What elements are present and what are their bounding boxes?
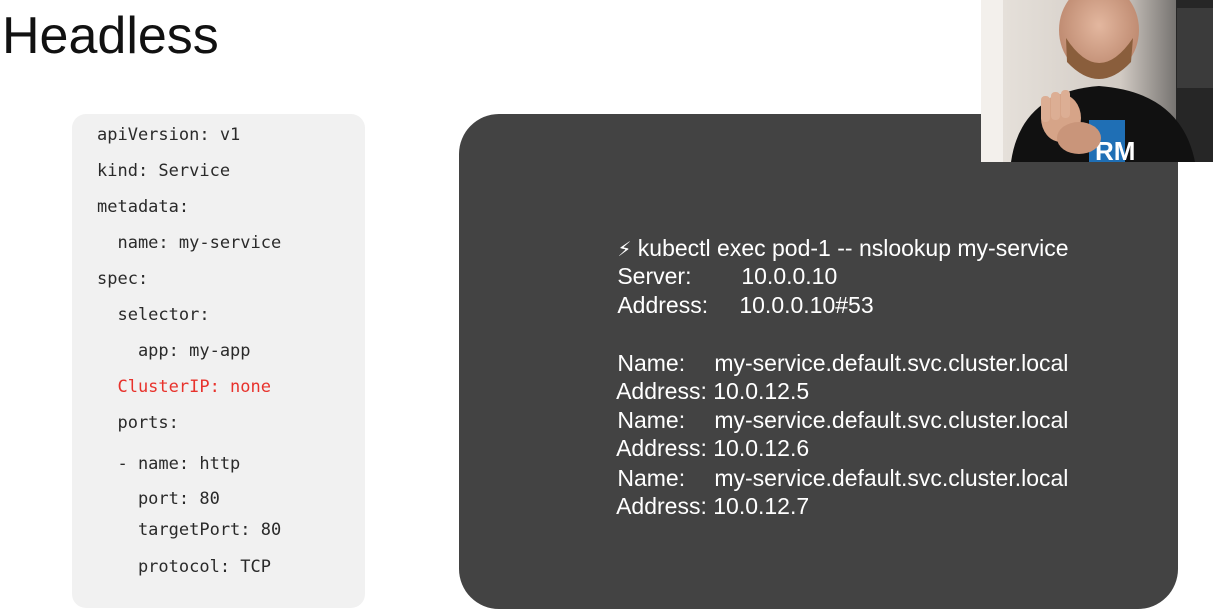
yaml-line: - name: http bbox=[97, 454, 241, 474]
yaml-line: spec: bbox=[97, 269, 149, 289]
record-name-line: Name: my-service.default.svc.cluster.loca… bbox=[579, 321, 1068, 405]
terminal-command: kubectl exec pod-1 -- nslookup my-servic… bbox=[631, 235, 1069, 261]
record-name-value: my-service.default.svc.cluster.local bbox=[714, 407, 1069, 433]
yaml-line: metadata: bbox=[97, 197, 190, 217]
yaml-line: name: my-service bbox=[97, 233, 282, 253]
server-value: 10.0.0.10 bbox=[741, 263, 838, 289]
yaml-line-highlighted: ClusterIP: none bbox=[97, 377, 271, 397]
address-label: Address: bbox=[617, 292, 709, 318]
yaml-line: targetPort: 80 bbox=[97, 520, 282, 540]
record-name-value: my-service.default.svc.cluster.local bbox=[714, 465, 1069, 491]
slide-title: Headless bbox=[2, 7, 219, 65]
lightning-icon: ⚡ bbox=[617, 237, 632, 261]
record-address-value: 10.0.12.5 bbox=[713, 378, 810, 404]
record-address-line: Address: 10.0.12.5 bbox=[579, 349, 809, 433]
presenter-webcam: RM bbox=[981, 0, 1213, 162]
yaml-line: apiVersion: v1 bbox=[97, 125, 241, 145]
server-label: Server: bbox=[617, 263, 692, 289]
record-name-line: Name: my-service.default.svc.cluster.loca… bbox=[579, 378, 1068, 462]
record-name-line: Name: my-service.default.svc.cluster.loca… bbox=[579, 436, 1068, 520]
yaml-line: port: 80 bbox=[97, 489, 220, 509]
record-address-label: Address: bbox=[616, 493, 707, 519]
yaml-code-panel: apiVersion: v1 kind: Service metadata: n… bbox=[72, 114, 365, 608]
record-name-label: Name: bbox=[617, 465, 686, 491]
record-address-label: Address: bbox=[616, 435, 707, 461]
terminal-server-line: Server: 10.0.0.10 bbox=[579, 234, 837, 318]
record-address-label: Address: bbox=[616, 378, 707, 404]
terminal-output-panel: ⚡ kubectl exec pod-1 -- nslookup my-serv… bbox=[459, 114, 1178, 609]
record-address-value: 10.0.12.6 bbox=[713, 435, 810, 461]
yaml-line: selector: bbox=[97, 305, 210, 325]
terminal-address-line: Address: 10.0.0.10#53 bbox=[579, 263, 874, 347]
address-value: 10.0.0.10#53 bbox=[739, 292, 874, 318]
presenter-webcam-image: RM bbox=[981, 0, 1213, 162]
record-name-label: Name: bbox=[617, 407, 686, 433]
terminal-command-line: ⚡ kubectl exec pod-1 -- nslookup my-serv… bbox=[579, 206, 1069, 291]
yaml-line: app: my-app bbox=[97, 341, 251, 361]
record-name-label: Name: bbox=[617, 350, 686, 376]
yaml-line: ports: bbox=[97, 413, 179, 433]
yaml-line: protocol: TCP bbox=[97, 557, 271, 577]
record-address-line: Address: 10.0.12.7 bbox=[579, 464, 809, 548]
svg-text:RM: RM bbox=[1095, 136, 1135, 162]
yaml-line: kind: Service bbox=[97, 161, 231, 181]
record-name-value: my-service.default.svc.cluster.local bbox=[714, 350, 1069, 376]
record-address-line: Address: 10.0.12.6 bbox=[579, 406, 809, 490]
record-address-value: 10.0.12.7 bbox=[713, 493, 810, 519]
